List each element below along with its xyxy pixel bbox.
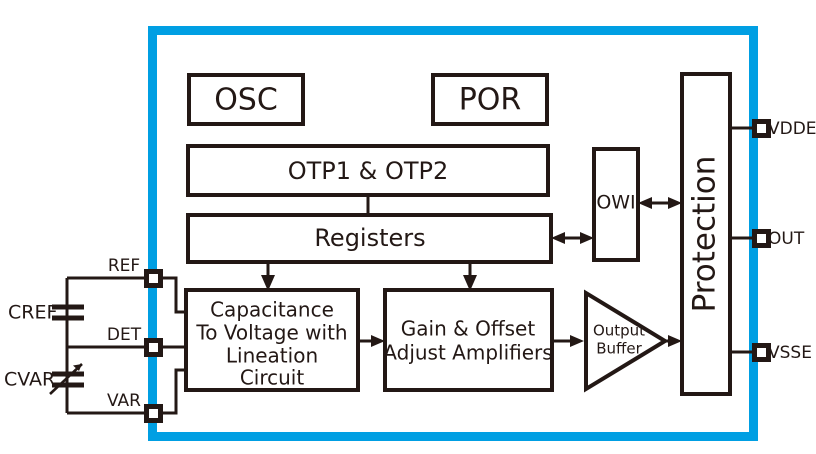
pin-vdde[interactable]: [752, 119, 771, 138]
block-por-label: POR: [459, 83, 522, 118]
block-osc[interactable]: [187, 73, 305, 126]
pin-ref[interactable]: [144, 269, 163, 288]
block-por[interactable]: [431, 73, 549, 126]
pin-det[interactable]: [144, 338, 163, 357]
var-internal-wire: [163, 368, 186, 415]
captovolt-line2: To Voltage with: [195, 321, 347, 345]
block-owi[interactable]: [592, 147, 640, 262]
block-protection[interactable]: [680, 72, 732, 396]
pin-vsse-label: VSSE: [768, 343, 812, 363]
output-buffer-line1: Output: [593, 322, 645, 340]
captovolt-line1: Capacitance: [210, 298, 334, 322]
pin-vsse[interactable]: [752, 343, 771, 362]
ref-internal-wire: [163, 276, 186, 314]
gain-line1: Gain & Offset: [401, 317, 536, 341]
block-otp-label: OTP1 & OTP2: [288, 157, 449, 185]
gain-line2: Adjust Amplifiers: [383, 341, 552, 365]
pin-ref-label: REF: [108, 256, 140, 276]
pin-var-label: VAR: [107, 391, 141, 411]
pin-var[interactable]: [144, 404, 163, 423]
outputbuffer-protection-arrow: [665, 335, 682, 347]
cref-capacitor-symbol: [52, 304, 84, 321]
pin-vdde-label: VDDE: [768, 119, 816, 139]
captovolt-line3: Lineation: [226, 344, 318, 368]
cref-label: CREF: [8, 302, 57, 324]
cvar-capacitor-symbol: [49, 363, 84, 395]
output-buffer-line2: Buffer: [596, 340, 642, 358]
registers-captovolt-arrow: [261, 262, 275, 291]
block-owi-label: OWI: [596, 192, 635, 214]
block-registers[interactable]: [186, 213, 553, 264]
captovolt-line4: Circuit: [240, 366, 305, 390]
block-osc-label: OSC: [214, 83, 278, 118]
pin-out-label: OUT: [768, 229, 805, 249]
cvar-label: CVAR: [4, 369, 55, 391]
block-output-buffer[interactable]: [584, 289, 669, 393]
registers-gain-arrow: [463, 262, 477, 291]
block-protection-label: Protection: [687, 156, 723, 313]
pin-out[interactable]: [752, 229, 771, 248]
gain-outputbuffer-arrow: [552, 335, 584, 347]
block-registers-label: Registers: [314, 224, 425, 252]
registers-owi-arrow: [551, 232, 594, 244]
owi-protection-arrow: [638, 197, 682, 209]
pin-det-label: DET: [107, 325, 142, 345]
captovolt-gain-arrow: [358, 335, 385, 347]
